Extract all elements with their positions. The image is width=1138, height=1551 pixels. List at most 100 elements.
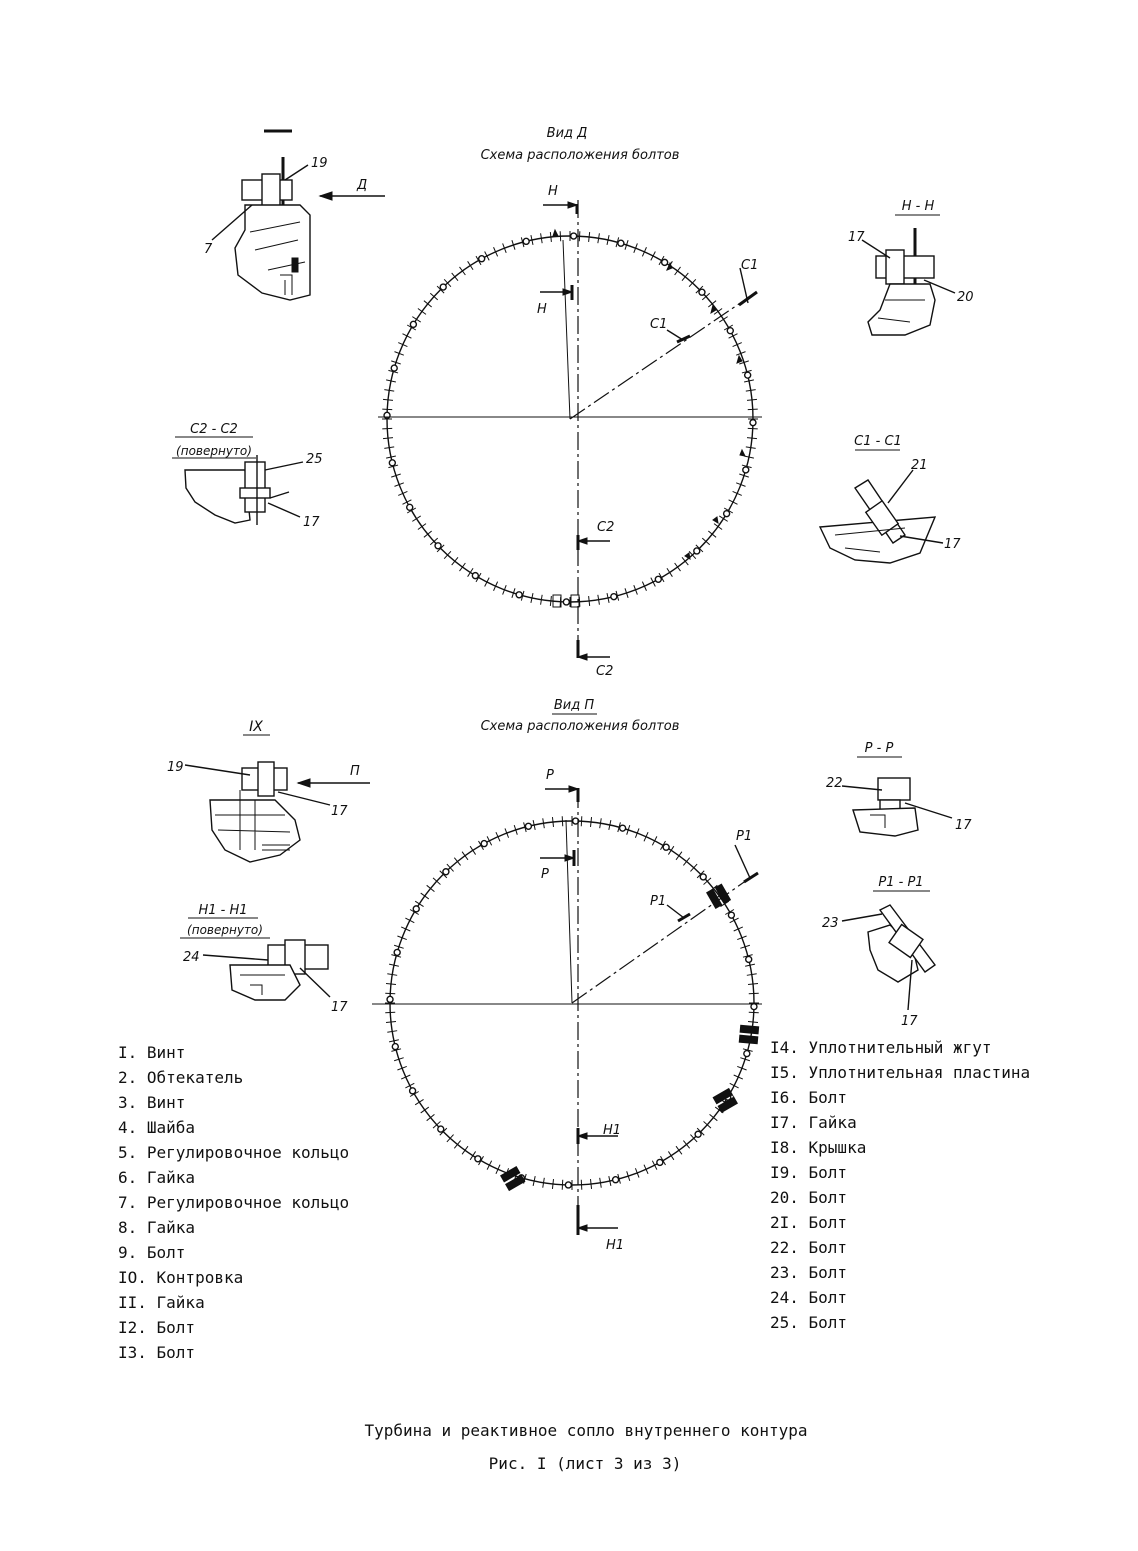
bolt-hole — [409, 320, 418, 329]
bolt-tick — [590, 816, 593, 828]
bolt-tick — [740, 944, 751, 949]
bolt-tick — [513, 824, 518, 835]
cut-c2-label-top: C2 — [597, 520, 614, 535]
bolt-tick — [578, 231, 581, 242]
legend-item: 23. Болт — [770, 1263, 847, 1282]
bolt-hole — [745, 955, 753, 964]
bolt-tick — [688, 278, 697, 288]
bolt-tick — [484, 577, 490, 587]
top-marker — [739, 448, 746, 457]
bolt-tick — [432, 877, 441, 885]
legend-left: I. Винт 2. Обтекатель 3. Винт 4. Шайба 5… — [118, 1043, 349, 1362]
top-bolt-holes — [383, 232, 757, 606]
bolt-tick — [739, 473, 749, 478]
bolt-tick — [588, 231, 591, 243]
bolt-hole — [743, 371, 752, 379]
bolt-tick — [703, 1121, 712, 1129]
legend-item: 25. Болт — [770, 1313, 847, 1332]
bolt-hole — [618, 824, 627, 832]
bottom-view-title: Вид П — [554, 698, 594, 713]
callout-21: 21 — [911, 458, 928, 473]
bolt-tick — [590, 1178, 593, 1190]
bolt-tick — [382, 427, 393, 430]
bolt-tick — [681, 272, 689, 281]
bolt-tick — [606, 593, 610, 603]
bolt-tick — [397, 1065, 407, 1071]
bolt-tick — [469, 845, 477, 855]
legend-item: 22. Болт — [770, 1238, 847, 1257]
cut-h-label-bottom: Н — [537, 302, 547, 317]
section-p-p: P - P 22 17 — [826, 741, 972, 837]
cut-h1-label-top: H1 — [603, 1123, 621, 1138]
legend-item: I6. Болт — [770, 1088, 847, 1107]
bolt-hole — [698, 288, 706, 296]
callout-17-pp: 17 — [955, 818, 972, 833]
bolt-tick — [387, 1030, 398, 1033]
section-c2-title: C2 - C2 — [190, 422, 238, 437]
bolt-tick — [502, 243, 507, 254]
bolt-tick — [385, 992, 396, 995]
bolt-hole — [654, 575, 663, 583]
bolt-tick — [740, 1057, 751, 1062]
section-h-h: Н - Н 17 20 — [848, 199, 974, 336]
bolt-tick — [391, 360, 401, 365]
detail-ix: IX 19 17 П — [167, 719, 370, 863]
bolt-tick — [732, 490, 742, 496]
bolt-tick — [690, 863, 698, 872]
bolt-tick — [580, 816, 583, 827]
bolt-tick — [385, 1021, 397, 1024]
bolt-tick — [624, 240, 629, 250]
bolt-tick — [713, 523, 723, 530]
bolt-tick — [739, 360, 749, 365]
bolt-tick — [486, 836, 493, 846]
bolt-tick — [461, 851, 469, 861]
bolt-tick — [511, 588, 516, 598]
bolt-tick — [667, 845, 675, 855]
top-marker — [684, 552, 691, 560]
callout-17-c1: 17 — [944, 537, 961, 552]
bolt-tick — [405, 917, 415, 924]
bolt-hole — [522, 237, 530, 246]
bolt-tick — [633, 243, 638, 254]
cut-p1-label-top: P1 — [736, 829, 752, 844]
cut-p1-label-bottom: P1 — [650, 894, 666, 909]
bottom-radius-line — [565, 819, 573, 1004]
bolt-hole — [388, 459, 397, 467]
bolt-tick — [443, 278, 452, 288]
top-view-subtitle: Схема расположения болтов — [481, 148, 680, 163]
bolt-tick — [674, 562, 681, 572]
bolt-tick — [388, 963, 399, 967]
legend-item: 6. Гайка — [118, 1168, 195, 1187]
bolt-tick — [651, 836, 658, 846]
section-c2-c2: C2 - C2 (повернуто) 25 17 — [172, 422, 323, 530]
bolt-tick — [420, 892, 430, 900]
bolt-hole — [562, 598, 571, 606]
bolt-hole — [694, 1130, 702, 1138]
cut-c1-label-bottom: C1 — [650, 317, 667, 332]
cut-h1-label-bottom: H1 — [606, 1238, 624, 1253]
bolt-tick — [423, 300, 432, 308]
top-radial-line — [569, 292, 756, 420]
bolt-tick — [633, 584, 638, 595]
bolt-tick — [540, 233, 543, 244]
callout-17: 17 — [848, 230, 865, 245]
bolt-tick — [690, 1134, 698, 1143]
bolt-hole — [386, 995, 394, 1004]
bolt-tick — [549, 231, 552, 243]
bolt-hole — [390, 364, 398, 372]
bolt-tick — [641, 581, 647, 591]
bolt-tick — [708, 530, 717, 538]
bolt-hole — [727, 911, 736, 919]
bolt-tick — [386, 379, 396, 383]
bolt-tick — [747, 408, 758, 411]
bolt-hole — [477, 255, 486, 263]
section-h1-title: H1 - H1 — [198, 903, 247, 918]
bolt-tick — [701, 537, 711, 546]
bolt-tick — [683, 1140, 691, 1149]
bolt-tick — [748, 1011, 759, 1014]
bolt-tick — [746, 973, 757, 976]
bolt-tick — [745, 446, 756, 449]
bolt-tick — [744, 379, 754, 383]
bolt-tick — [451, 272, 459, 281]
section-p1-p1: P1 - P1 23 17 — [822, 875, 936, 1029]
